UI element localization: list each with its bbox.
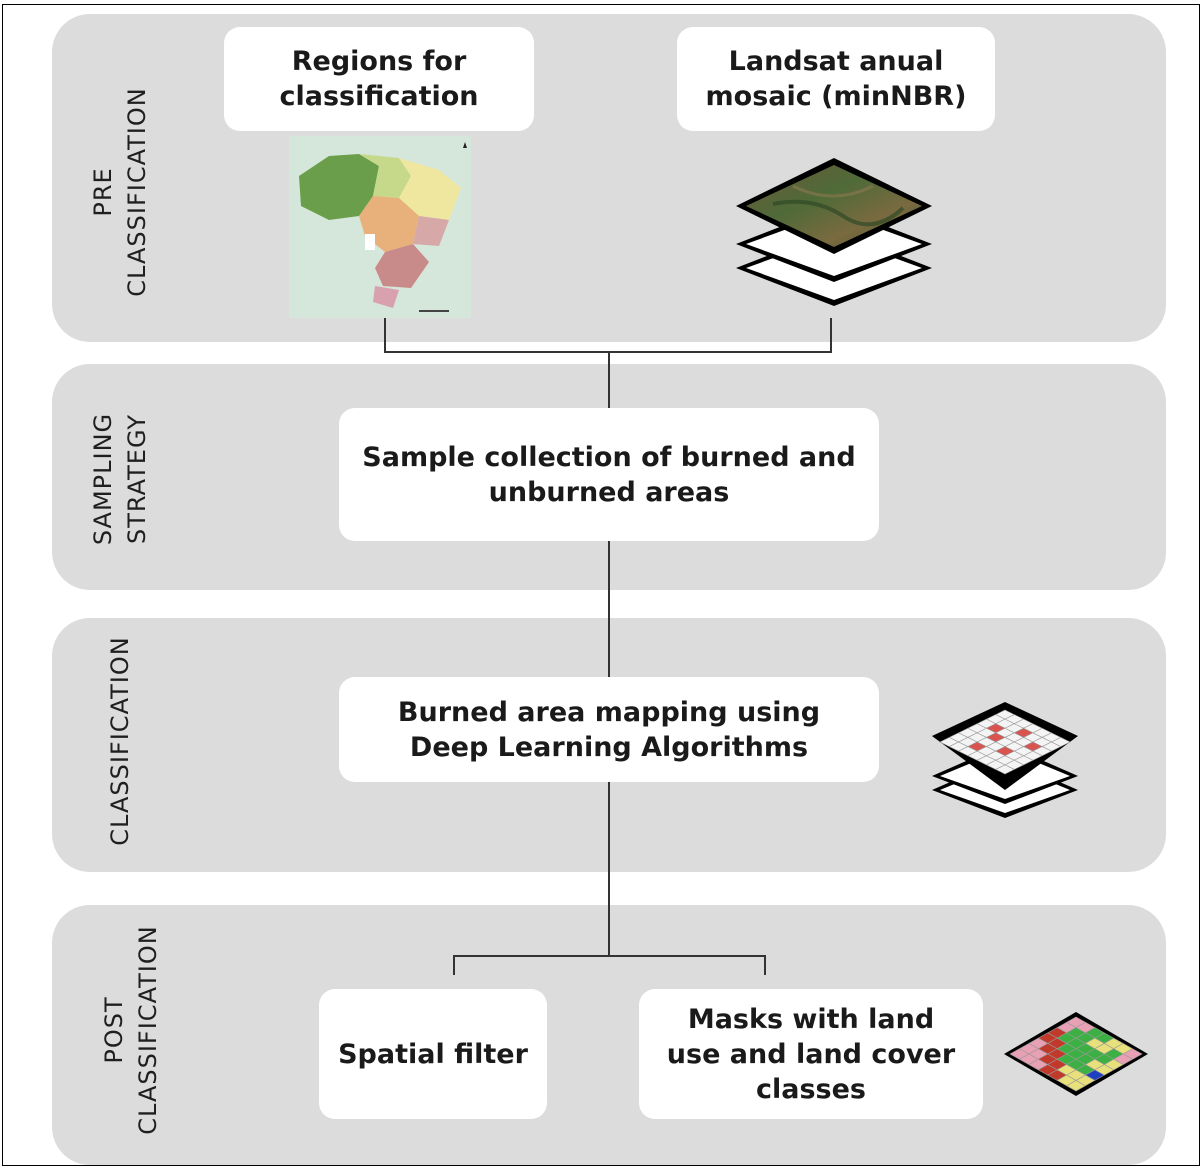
land-cover-grid-icon: [1004, 1012, 1148, 1096]
connector-line: [453, 955, 455, 975]
post-classification-label: POST CLASSIFICATION: [97, 923, 165, 1137]
connector-line: [384, 318, 386, 353]
box-text: mosaic (minNBR): [705, 81, 967, 112]
pre-classification-panel: [52, 14, 1166, 342]
box-text: classification: [279, 81, 479, 112]
grid-cell: [1065, 1080, 1087, 1092]
classification-label: CLASSIFICATION: [103, 626, 137, 856]
classification-grid-stack-icon: [932, 702, 1078, 818]
spatial-filter-box: Spatial filter: [319, 989, 547, 1119]
stage-label-line: CLASSIFICATION: [106, 636, 134, 846]
connector-line: [608, 782, 610, 956]
masks-box: Masks with land use and land cover class…: [639, 989, 983, 1119]
pre-classification-label: PRE CLASSIFICATION: [86, 87, 154, 296]
box-text: Burned area mapping using: [397, 696, 821, 728]
connector-line: [608, 351, 610, 409]
brazil-regions-map: [289, 136, 471, 318]
box-text: unburned areas: [488, 476, 730, 508]
box-text: Landsat anual: [728, 46, 944, 77]
stage-label-line: POST: [100, 996, 128, 1064]
grid-cell: [995, 764, 1015, 775]
sample-collection-box: Sample collection of burned and unburned…: [339, 408, 879, 541]
sampling-strategy-label: SAMPLING STRATEGY: [86, 389, 154, 569]
stage-label-line: CLASSIFICATION: [134, 925, 162, 1135]
stage-label-line: STRATEGY: [123, 413, 151, 545]
box-text: Deep Learning Algorithms: [409, 731, 809, 763]
box-text: Spatial filter: [338, 1038, 528, 1070]
box-text: use and land cover: [666, 1038, 956, 1070]
stage-label-line: SAMPLING: [89, 412, 117, 546]
box-text: Masks with land: [687, 1003, 935, 1035]
landsat-mosaic-stack-icon: [736, 158, 932, 306]
box-text: Sample collection of burned and: [362, 441, 856, 473]
box-text: classes: [755, 1073, 866, 1105]
connector-line: [453, 955, 766, 957]
landsat-box: Landsat anual mosaic (minNBR): [677, 27, 995, 131]
connector-line: [830, 318, 832, 353]
box-text: Regions for: [291, 46, 467, 77]
stage-label-line: CLASSIFICATION: [123, 87, 151, 297]
regions-box: Regions for classification: [224, 27, 534, 131]
burned-mapping-box: Burned area mapping using Deep Learning …: [339, 677, 879, 782]
connector-line: [764, 955, 766, 975]
connector-line: [608, 540, 610, 678]
stage-label-line: PRE: [89, 167, 117, 217]
